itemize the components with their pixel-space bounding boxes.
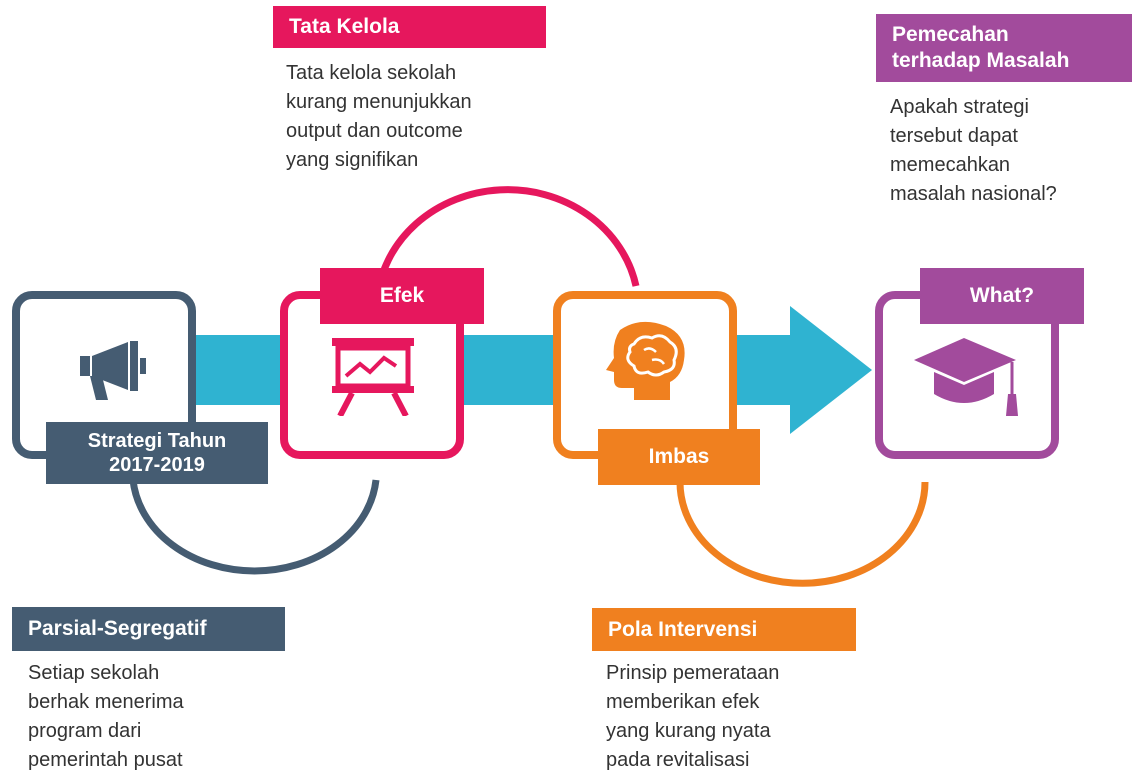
presentation-chart-icon: [332, 338, 414, 416]
heading-parsial-segregatif: Parsial-Segregatif: [12, 607, 285, 651]
node-label-strategi: Strategi Tahun 2017-2019: [46, 422, 268, 484]
arc-imbas-what: [676, 481, 929, 587]
node-label-what: What?: [920, 268, 1084, 324]
text-pemecahan-masalah: Apakah strategi tersebut dapat memecahka…: [890, 96, 1057, 205]
flow-arrow-head: [790, 306, 872, 434]
node-label-efek: Efek: [320, 268, 484, 324]
heading-tata-kelola: Tata Kelola: [273, 6, 546, 48]
graduation-cap-icon: [914, 338, 1018, 416]
arc-strategi-efek: [129, 479, 380, 575]
node-label-imbas: Imbas: [598, 429, 760, 485]
heading-pemecahan-masalah: Pemecahan terhadap Masalah: [876, 14, 1132, 82]
text-pola-intervensi: Prinsip pemerataan memberikan efek yang …: [606, 662, 780, 771]
megaphone-icon: [80, 341, 146, 400]
text-tata-kelola: Tata kelola sekolah kurang menunjukkan o…: [286, 62, 472, 171]
text-parsial-segregatif: Setiap sekolah berhak menerima program d…: [28, 662, 184, 771]
arc-efek-imbas: [373, 186, 640, 301]
heading-pola-intervensi: Pola Intervensi: [592, 608, 856, 651]
brain-head-icon: [606, 321, 685, 400]
